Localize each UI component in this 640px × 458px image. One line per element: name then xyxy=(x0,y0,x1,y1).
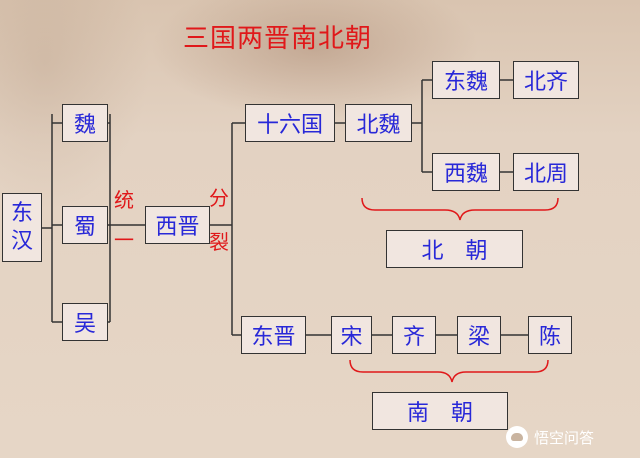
node-beizhou: 北周 xyxy=(513,153,579,191)
logo-icon xyxy=(506,426,528,448)
node-beiqi: 北齐 xyxy=(513,61,579,99)
node-donghan-label-1: 东 xyxy=(10,200,33,226)
node-donghan: 东 汉 xyxy=(2,193,42,262)
node-donghan-label-2: 汉 xyxy=(10,228,33,254)
node-song: 宋 xyxy=(331,316,372,354)
label-fenlie-2: 裂 xyxy=(209,230,229,254)
group-nanchao: 南 朝 xyxy=(372,392,508,430)
node-xijin: 西晋 xyxy=(145,206,210,244)
node-shu: 蜀 xyxy=(62,206,108,244)
label-tongyi-2: 一 xyxy=(114,228,134,252)
node-qi: 齐 xyxy=(392,316,436,354)
node-shiliuguo: 十六国 xyxy=(245,104,335,142)
diagram-title: 三国两晋南北朝 xyxy=(183,24,373,54)
watermark-text: 悟空问答 xyxy=(534,428,595,447)
label-fenlie-1: 分 xyxy=(209,186,229,210)
node-chen: 陈 xyxy=(528,316,572,354)
node-xiwei: 西魏 xyxy=(432,153,500,191)
node-dongjin: 东晋 xyxy=(241,316,306,354)
node-wei: 魏 xyxy=(62,104,108,142)
watermark-logo: 悟空问答 xyxy=(506,423,636,451)
node-liang: 梁 xyxy=(457,316,501,354)
group-beichao: 北 朝 xyxy=(386,230,523,268)
background-painting xyxy=(150,0,480,120)
node-dongwei: 东魏 xyxy=(432,61,500,99)
node-wu: 吴 xyxy=(62,303,108,341)
node-beiwei: 北魏 xyxy=(345,104,412,142)
label-tongyi-1: 统 xyxy=(114,188,134,212)
